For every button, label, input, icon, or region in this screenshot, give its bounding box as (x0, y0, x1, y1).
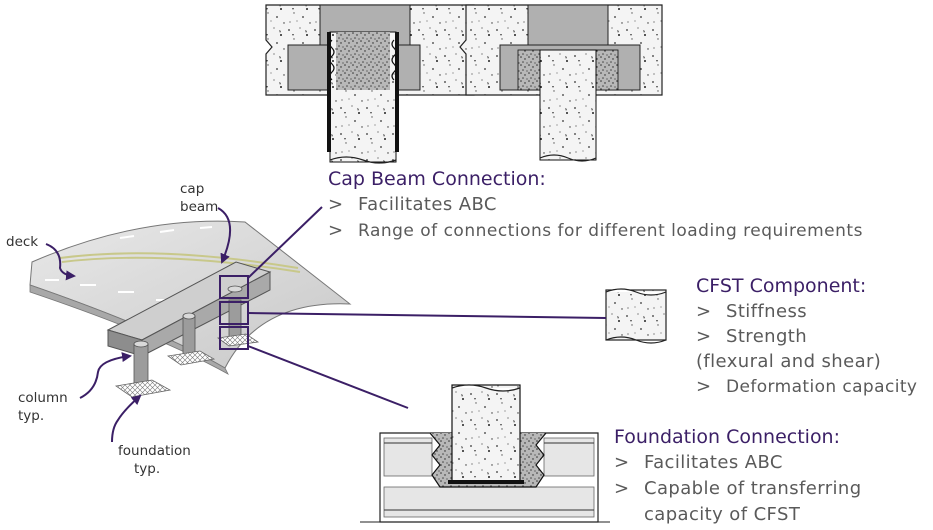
foundation-detail (360, 384, 610, 523)
foundation-label: foundation typ. (118, 442, 191, 478)
cap-beam-detail-socket (265, 4, 475, 164)
bullet-marker: > (614, 478, 630, 499)
cap-beam-connection-block: Cap Beam Connection: > Facilitates ABC > R… (328, 166, 863, 244)
bullet-marker: > (696, 326, 712, 347)
bullet-text: Deformation capacity (726, 377, 918, 397)
cfst-component-heading: CFST Component: (696, 275, 867, 297)
cap-beam-label-line2: beam (180, 199, 219, 215)
foundation-connection-heading: Foundation Connection: (614, 426, 841, 448)
bullet-marker: > (696, 301, 712, 322)
bullet-text: Facilitates ABC (644, 452, 783, 473)
foundation-item-2: > Capable of transferring (614, 476, 862, 502)
bullet-text: Strength (726, 326, 808, 347)
column-label: column typ. (18, 389, 68, 425)
deck-label: deck (6, 234, 39, 250)
cfst-component-block: CFST Component: > Stiffness > Strength (fl… (696, 274, 917, 400)
cap-beam-item-1: > Facilitates ABC (328, 192, 863, 218)
foundation-item-1: > Facilitates ABC (614, 450, 862, 476)
column-label-line2: typ. (18, 408, 45, 424)
bullet-text: Capable of transferring (644, 478, 862, 499)
cap-beam-detail-grouted (459, 4, 663, 162)
foundation-continuation: capacity of CFST (644, 504, 801, 525)
column-label-line1: column (18, 390, 68, 406)
foundation-label-line2: typ. (134, 461, 161, 477)
bullet-text: Stiffness (726, 301, 807, 322)
bullet-marker: > (696, 376, 712, 397)
bridge-model (29, 220, 352, 398)
cfst-segment (605, 288, 667, 344)
leader-lines (45, 206, 607, 443)
cfst-item-2: > Strength (696, 324, 917, 349)
cfst-item-1: > Stiffness (696, 299, 917, 324)
bullet-marker: > (328, 194, 344, 215)
foundation-connection-block: Foundation Connection: >Facilitates ABC … (614, 424, 862, 528)
cap-beam-connection-heading: Cap Beam Connection: (328, 168, 546, 190)
cap-beam-label: cap beam (180, 180, 218, 216)
bullet-marker: > (328, 220, 344, 241)
cfst-item-3: > Deformation capacity (696, 374, 917, 400)
cfst-note: (flexural and shear) (696, 351, 882, 372)
foundation-label-line1: foundation (118, 443, 191, 459)
bullet-marker: > (614, 452, 630, 473)
bullet-text: Facilitates ABC (358, 194, 497, 215)
cap-beam-item-2: > Range of connections for different load… (328, 218, 863, 244)
cap-beam-label-line1: cap (180, 181, 205, 197)
bullet-text: Range of connections for different loadi… (358, 221, 863, 241)
